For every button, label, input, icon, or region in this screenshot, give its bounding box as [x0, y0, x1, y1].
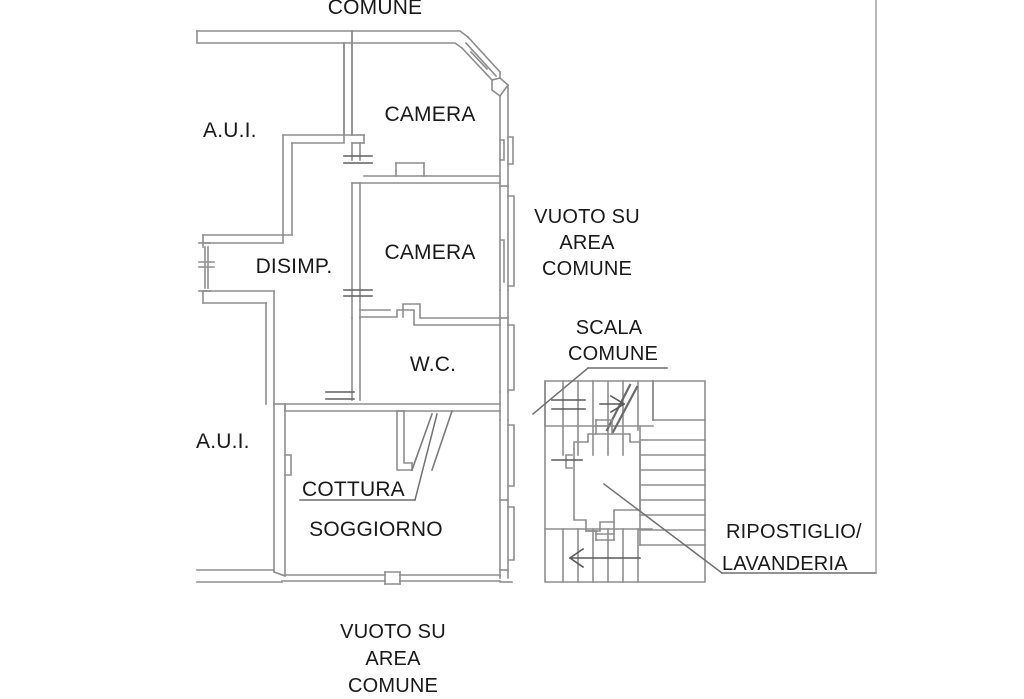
- label-soggiorno: SOGGIORNO: [309, 518, 443, 541]
- wall-right-outer: [491, 71, 515, 579]
- label-aui-lower: A.U.I.: [196, 430, 250, 453]
- label-scala-comune-line1: SCALA: [575, 317, 643, 339]
- wall-top-outer: [196, 30, 470, 50]
- stair-arrowhead-top: [609, 394, 626, 414]
- label-ripostiglio-line2: LAVANDERIA: [722, 553, 848, 575]
- stair-treads-right: [639, 439, 706, 531]
- wall-internal-vertical-spine: [343, 30, 365, 401]
- label-vuoto-area-comune-bottom-line1: VUOTO SU: [340, 621, 446, 643]
- label-top-comune: COMUNE: [327, 0, 423, 19]
- wall-left-apartment: [198, 30, 353, 405]
- label-disimp: DISIMP.: [255, 255, 333, 278]
- label-vuoto-area-comune-right-line3: COMUNE: [541, 258, 633, 280]
- wall-angled-corner: [460, 35, 502, 82]
- door-swing-wc: [430, 409, 454, 472]
- wall-camera-wc: [359, 303, 501, 326]
- label-vuoto-area-comune-right-line1: VUOTO SU: [534, 206, 640, 228]
- floor-plan-drawing: [196, 0, 877, 585]
- label-scala-comune-line2: COMUNE: [567, 343, 659, 365]
- label-cottura: COTTURA: [302, 478, 405, 501]
- stair-treads-bottom: [562, 528, 639, 583]
- label-ripostiglio-line1: RIPOSTIGLIO/: [726, 521, 862, 543]
- central-shaft-ripostiglio: [565, 419, 641, 541]
- label-camera-lower: CAMERA: [384, 241, 476, 264]
- window-right-lower: [507, 424, 515, 561]
- label-vuoto-area-comune-right-line2: AREA: [559, 232, 615, 254]
- wall-left-soggiorno: [273, 403, 292, 577]
- label-vuoto-area-comune-bottom-line2: AREA: [365, 648, 421, 670]
- stair-down-arrow-bottom: [568, 547, 641, 569]
- label-aui-upper: A.U.I.: [203, 119, 257, 142]
- wall-bottom-outer: [196, 569, 287, 583]
- wall-cottura-partition: [396, 410, 413, 471]
- label-camera-upper: CAMERA: [384, 103, 476, 126]
- floor-plan: COMUNE A.U.I. CAMERA DISIMP. CAMERA W.C.…: [196, 0, 877, 697]
- stair-treads-top: [562, 380, 654, 456]
- window-bottom-soggiorno: [281, 571, 501, 585]
- door-swing-cottura: [410, 412, 434, 472]
- wall-between-cameras: [359, 162, 501, 184]
- wall-wc-soggiorno: [284, 403, 501, 412]
- door-marks-spine: [325, 155, 373, 400]
- leader-lines: [299, 366, 877, 575]
- label-vuoto-area-comune-bottom-line3: COMUNE: [347, 675, 439, 697]
- stairwell-block: [544, 380, 706, 583]
- stair-up-arrow-top: [551, 399, 586, 410]
- label-wc: W.C.: [409, 353, 457, 376]
